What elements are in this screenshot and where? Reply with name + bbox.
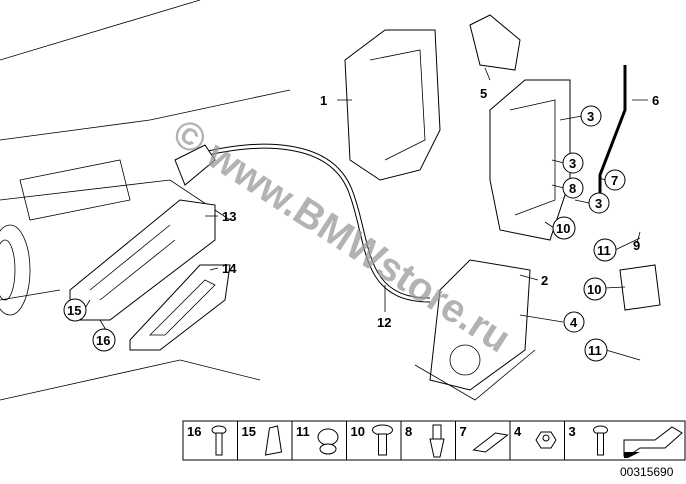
legend-part-number: 10 [351, 424, 365, 439]
door-panel [0, 0, 291, 401]
callout-7: 7 [611, 173, 618, 188]
legend-part-number: 4 [514, 424, 522, 439]
callout-5: 5 [480, 86, 487, 101]
fastener-11-icon [317, 428, 339, 455]
fastener-4-icon [535, 431, 557, 449]
legend-part-number: 11 [296, 424, 310, 439]
striker-plate [619, 264, 661, 311]
circled-callouts: 3 3 7 8 3 10 11 10 4 11 15 16 [63, 105, 626, 362]
handle-trim [129, 264, 231, 351]
callout-12: 12 [377, 315, 391, 330]
callout-4: 4 [570, 315, 578, 330]
door-lock-1 [344, 29, 441, 181]
callout-9: 9 [633, 238, 640, 253]
callout-13: 13 [222, 209, 236, 224]
callout-3: 3 [587, 109, 594, 124]
legend-part-number: 16 [187, 424, 201, 439]
fastener-10-icon [372, 424, 393, 456]
rod-6 [598, 65, 627, 205]
legend-part-number: 8 [405, 424, 412, 439]
callout-6: 6 [652, 93, 659, 108]
callout-10: 10 [587, 282, 601, 297]
cable-clip [174, 144, 216, 186]
fastener-15-icon [264, 425, 283, 456]
callout-10: 10 [556, 221, 570, 236]
callout-3: 3 [595, 196, 602, 211]
legend-part-number: 15 [242, 424, 256, 439]
lock-cover-5 [469, 14, 521, 71]
legend-part-number: 3 [569, 424, 576, 439]
fastener-legend-strip: 16 15 11 10 8 7 4 3 [182, 420, 686, 461]
fastener-3-icon [593, 425, 608, 456]
door-lock-assembly [489, 79, 571, 241]
fastener-8-icon [429, 424, 445, 458]
callout-11: 11 [588, 343, 602, 358]
drawing-number: 00315690 [620, 465, 674, 479]
closing-actuator [414, 259, 536, 401]
callout-2: 2 [541, 273, 548, 288]
fastener-16-icon [211, 425, 227, 456]
callout-15: 15 [67, 303, 81, 318]
callout-8: 8 [569, 181, 576, 196]
watermark: © www.BMWstore.ru [165, 111, 518, 362]
callout-1: 1 [320, 93, 327, 108]
legend-part-number: 7 [460, 424, 467, 439]
fastener-7-icon [472, 432, 509, 453]
callout-16: 16 [96, 333, 110, 348]
callout-14: 14 [222, 261, 237, 276]
callout-3: 3 [569, 156, 576, 171]
callout-11: 11 [597, 243, 611, 258]
